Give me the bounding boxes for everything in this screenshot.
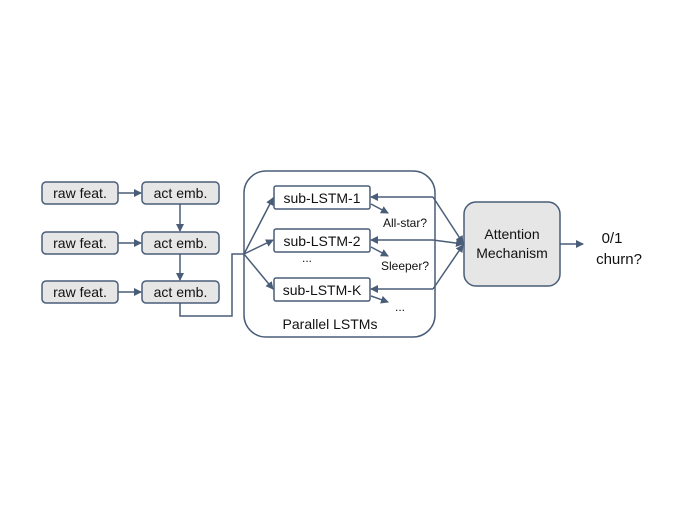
parallel-lstms-label: Parallel LSTMs bbox=[283, 316, 378, 332]
raw-feature-box-1: raw feat. bbox=[41, 181, 119, 205]
sub-lstm-k-to-ellipsis bbox=[370, 295, 389, 304]
raw-feature-box-2: raw feat. bbox=[41, 231, 119, 255]
sub-lstm-1-to-allstar bbox=[370, 203, 389, 214]
attention-mechanism-box: Attention Mechanism bbox=[463, 201, 561, 287]
attention-label-line1: Attention bbox=[484, 226, 539, 242]
sub-lstm-1-to-attention bbox=[432, 196, 464, 244]
activity-embedding-label-2: act emb. bbox=[154, 235, 208, 251]
raw-feature-box-3: raw feat. bbox=[41, 280, 119, 304]
arrow-to-sub-lstm-2 bbox=[243, 239, 274, 255]
output-label-line2: churn? bbox=[596, 251, 642, 268]
arrow-to-sub-lstm-k bbox=[243, 253, 274, 290]
sub-lstm-label-1: sub-LSTM-1 bbox=[283, 190, 360, 206]
sub-lstm-box-2: sub-LSTM-2 bbox=[273, 228, 371, 253]
connector-emb-to-lstms bbox=[179, 253, 244, 317]
sub-lstm-box-1: sub-LSTM-1 bbox=[273, 185, 371, 210]
sleeper-label: Sleeper? bbox=[381, 259, 429, 273]
sub-lstm-label-k: sub-LSTM-K bbox=[283, 282, 362, 298]
sub-lstm-k-to-attention bbox=[432, 244, 464, 290]
activity-embedding-box-1: act emb. bbox=[141, 181, 220, 205]
raw-feature-label-1: raw feat. bbox=[53, 185, 107, 201]
arrow-to-sub-lstm-1 bbox=[243, 197, 274, 255]
attention-label-line2: Mechanism bbox=[476, 245, 548, 261]
activity-embedding-label-3: act emb. bbox=[154, 284, 208, 300]
raw-feature-label-2: raw feat. bbox=[53, 235, 107, 251]
sub-lstm-box-k: sub-LSTM-K bbox=[273, 277, 371, 302]
activity-embedding-box-3: act emb. bbox=[141, 280, 220, 304]
sub-lstm-2-to-attention bbox=[432, 239, 464, 248]
sub-lstm-ellipsis: ... bbox=[302, 251, 312, 265]
output-label-line1: 0/1 bbox=[602, 230, 623, 247]
side-ellipsis: ... bbox=[395, 300, 405, 314]
sub-lstm-label-2: sub-LSTM-2 bbox=[283, 233, 360, 249]
activity-embedding-box-2: act emb. bbox=[141, 231, 220, 255]
sub-lstm-2-to-sleeper bbox=[370, 246, 389, 257]
allstar-label: All-star? bbox=[383, 216, 427, 230]
raw-feature-label-3: raw feat. bbox=[53, 284, 107, 300]
activity-embedding-label-1: act emb. bbox=[154, 185, 208, 201]
